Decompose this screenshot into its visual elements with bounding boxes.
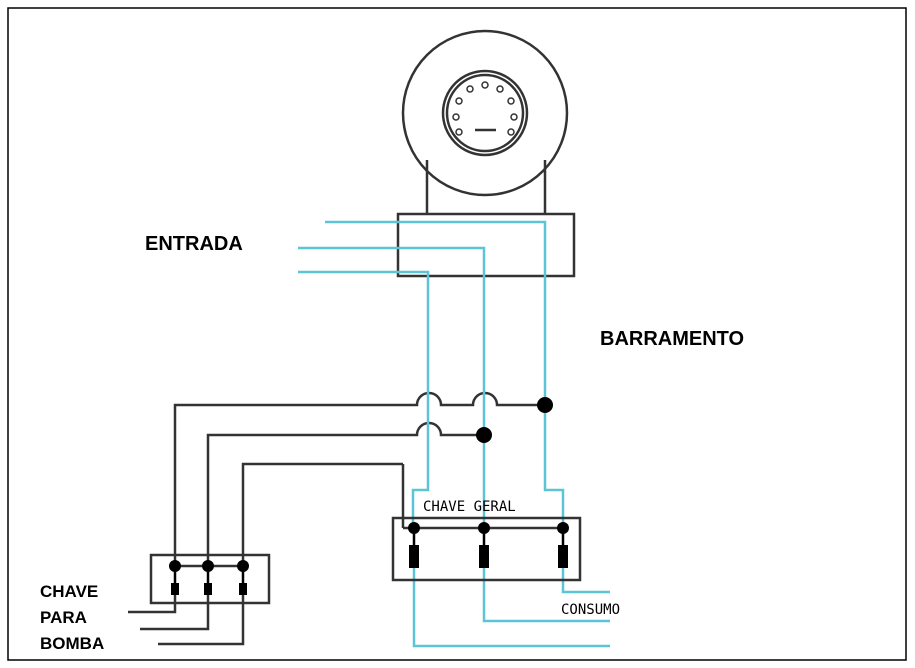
diagram-frame [7, 7, 907, 661]
consumo-wire-3 [412, 568, 610, 648]
energy-meter [401, 29, 569, 215]
label-chave-geral: CHAVE GERAL [423, 499, 516, 515]
consumo-wire-2 [482, 568, 610, 623]
meter-terminal-pins [452, 81, 518, 136]
pump-switch-fuse [171, 583, 179, 595]
label-chave-bomba-line-2: PARA [40, 608, 87, 627]
consumo-wire-1 [561, 568, 610, 594]
pump-wires [173, 391, 545, 566]
label-chave-bomba-line-3: BOMBA [40, 634, 104, 653]
phase-wire-3 [298, 270, 430, 528]
junction-node [476, 427, 492, 443]
junction-node [537, 397, 553, 413]
meter-pin [481, 81, 489, 89]
pump-switch [128, 553, 271, 646]
pump-output-wire [158, 595, 245, 646]
meter-pin [466, 85, 474, 93]
meter-pin [452, 113, 460, 121]
pump-switch-fuse [204, 583, 212, 595]
phase-wire-2 [298, 246, 486, 528]
main-switch-fuse [558, 545, 568, 568]
main-switch-fuse [409, 545, 419, 568]
pump-wire-1 [173, 391, 545, 566]
main-switch [391, 516, 582, 582]
meter-pin [507, 97, 515, 105]
pump-wire-3 [241, 462, 403, 566]
pump-switch-fuse [239, 583, 247, 595]
meter-terminal-block [396, 212, 576, 278]
pump-switch-box [149, 553, 271, 605]
meter-pin [496, 85, 504, 93]
main-switch-fuse [479, 545, 489, 568]
meter-dial [441, 69, 529, 157]
label-entrada: ENTRADA [145, 233, 243, 255]
label-barramento: BARRAMENTO [600, 328, 744, 350]
meter-pin [455, 128, 463, 136]
meter-pin [510, 113, 518, 121]
meter-pin [507, 128, 515, 136]
main-switch-box [391, 516, 582, 582]
pump-output-wire [128, 595, 177, 614]
meter-pin [455, 97, 463, 105]
phase-wire-1 [325, 220, 565, 528]
pump-output-wire [140, 595, 210, 631]
meter-inner-circle [445, 73, 525, 153]
label-chave-bomba-line-1: CHAVE [40, 582, 98, 601]
pump-wire-2 [206, 421, 484, 566]
label-consumo: CONSUMO [561, 602, 620, 618]
